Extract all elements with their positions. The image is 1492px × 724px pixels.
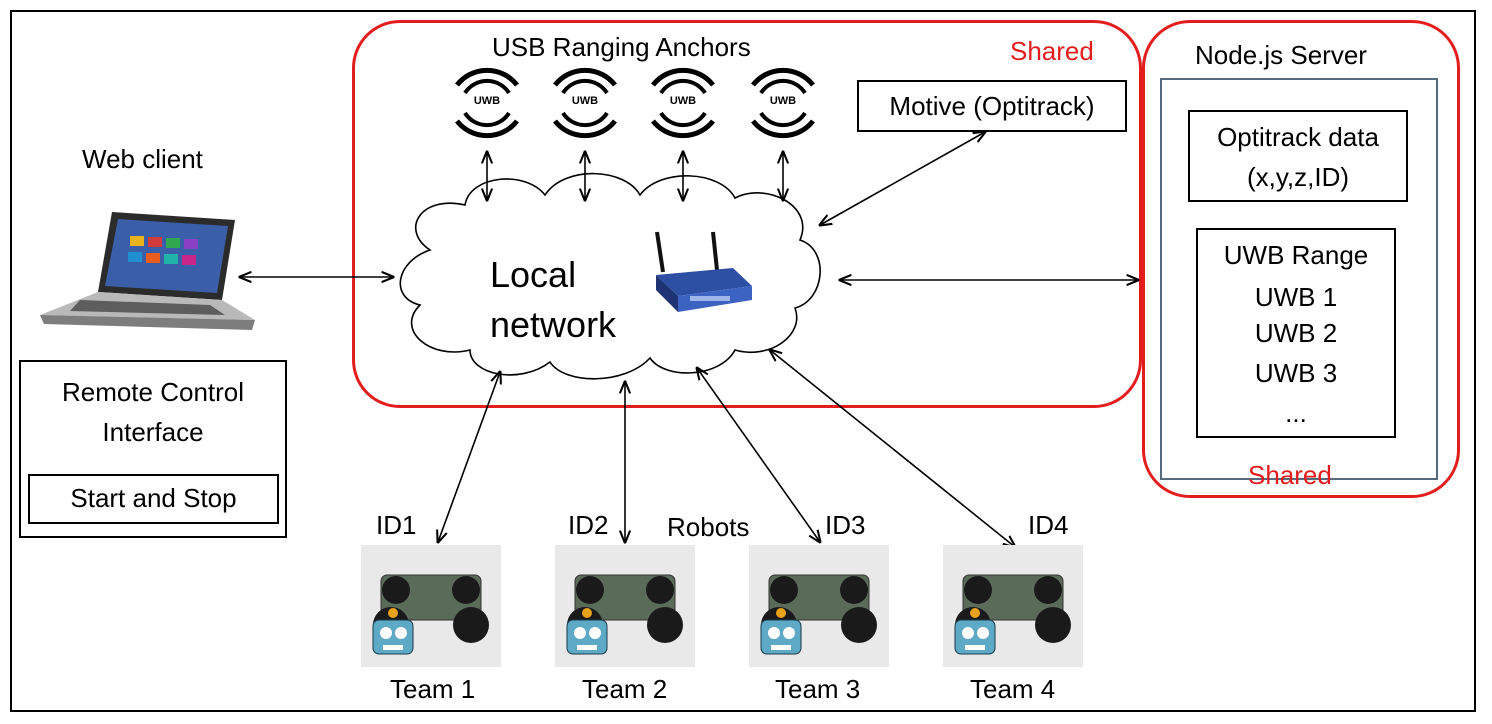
optitrack-line2: (x,y,z,ID)	[1246, 162, 1350, 192]
team-label-4: Team 4	[970, 674, 1056, 704]
robot-photo-1	[361, 545, 501, 667]
shared-label-bottom: Shared	[1248, 460, 1332, 490]
diagram-frame	[10, 10, 1476, 712]
anchors-title: USB Ranging Anchors	[492, 32, 751, 62]
robot-icon	[760, 574, 877, 655]
uwb-anchor-3: UWB	[669, 95, 697, 107]
robot-photo-4	[943, 545, 1083, 667]
robot-photo-3	[749, 545, 889, 667]
web-client-label: Web client	[82, 144, 203, 174]
uwb-range-item-3: UWB 3	[1254, 358, 1338, 388]
uwb-anchor-2: UWB	[571, 95, 599, 107]
server-title: Node.js Server	[1195, 40, 1367, 70]
laptop-icon	[40, 212, 255, 330]
remote-control-title-line1: Remote Control	[61, 377, 245, 407]
robots-label: Robots	[667, 512, 750, 542]
uwb-range-title: UWB Range	[1223, 240, 1369, 270]
uwb-range-item-4: ...	[1285, 398, 1307, 428]
robot-icon	[566, 574, 683, 655]
robot-icon	[372, 574, 489, 655]
robot-id-3: ID3	[825, 510, 866, 540]
uwb-anchor-1: UWB	[473, 95, 501, 107]
network-cloud	[399, 172, 821, 380]
uwb-range-item-2: UWB 2	[1254, 318, 1338, 348]
robot-icon	[954, 574, 1071, 655]
network-label-line1: Local	[490, 254, 577, 295]
router-icon	[655, 231, 752, 312]
server-panel	[1160, 78, 1438, 480]
remote-control-title-line2: Interface	[102, 417, 204, 447]
start-stop-label: Start and Stop	[70, 483, 237, 513]
robot-id-1: ID1	[376, 510, 417, 540]
robot-id-4: ID4	[1028, 510, 1069, 540]
team-label-3: Team 3	[775, 674, 861, 704]
server-region	[1142, 20, 1460, 498]
uwb-anchor-icons	[455, 67, 815, 139]
robot-id-2: ID2	[568, 510, 609, 540]
motive-label: Motive (Optitrack)	[889, 91, 1095, 121]
uwb-anchor-4: UWB	[769, 95, 797, 107]
team-label-2: Team 2	[582, 674, 668, 704]
motive-box	[857, 80, 1127, 132]
start-stop-button[interactable]	[28, 474, 279, 524]
robot-photo-2	[555, 545, 695, 667]
uwb-range-box	[1196, 228, 1396, 438]
optitrack-line1: Optitrack data	[1217, 122, 1379, 152]
uwb-range-item-1: UWB 1	[1254, 282, 1338, 312]
network-label-line2: network	[490, 304, 617, 345]
optitrack-data-box	[1188, 110, 1408, 202]
shared-label-top: Shared	[1010, 36, 1094, 66]
team-label-1: Team 1	[390, 674, 476, 704]
